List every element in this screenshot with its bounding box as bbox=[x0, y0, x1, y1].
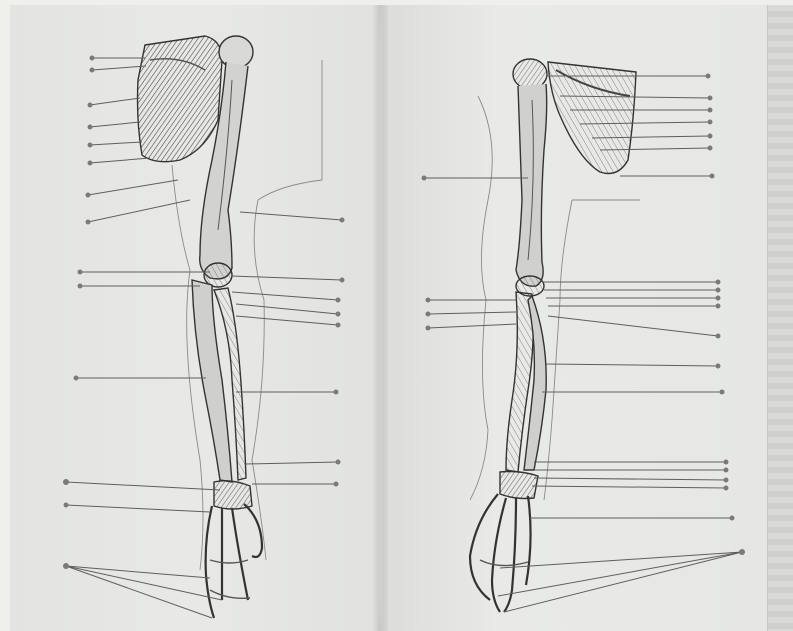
right-hand bbox=[470, 494, 531, 612]
right-carpals bbox=[500, 472, 538, 499]
left-scapula bbox=[138, 36, 223, 162]
right-arm-skeleton bbox=[470, 59, 640, 612]
left-humeral-head bbox=[219, 36, 253, 68]
right-humerus bbox=[516, 84, 547, 286]
left-arm-skeleton bbox=[138, 36, 323, 618]
right-scapula bbox=[548, 62, 636, 174]
